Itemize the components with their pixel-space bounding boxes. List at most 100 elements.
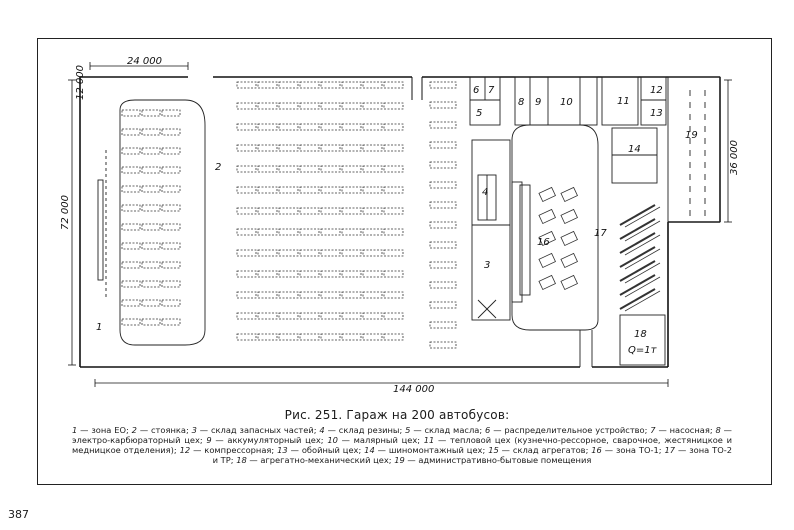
parking-stall — [429, 101, 457, 109]
parking-stall — [278, 144, 299, 152]
room-label-7: 7 — [488, 85, 495, 96]
parking-stall — [299, 102, 320, 110]
parking-stall — [236, 333, 257, 341]
parking-stall — [141, 242, 161, 250]
parking-stall — [362, 186, 383, 194]
legend-item-text: — насосная; — [655, 425, 716, 435]
legend-item: 6 — распределительное устройство; — [485, 425, 650, 435]
parking-stall — [299, 270, 320, 278]
legend-item-text: — аккумуляторный цех; — [211, 435, 328, 445]
parking-stall — [236, 207, 257, 215]
parking-stall — [429, 221, 457, 229]
room-label-16: 16 — [537, 237, 550, 248]
parking-stall — [236, 312, 257, 320]
parking-stall — [257, 291, 278, 299]
parking-stall — [341, 144, 362, 152]
legend-item-text: — склад резины; — [324, 425, 406, 435]
parking-stall — [383, 144, 404, 152]
parking-stall — [362, 312, 383, 320]
parking-stall — [320, 207, 341, 215]
parking-stall — [236, 186, 257, 194]
parking-stall — [320, 312, 341, 320]
legend-item-number: 6 — [485, 425, 491, 435]
room-label-2: 2 — [215, 162, 221, 173]
parking-stall — [278, 228, 299, 236]
parking-stall — [341, 228, 362, 236]
parking-stall — [362, 249, 383, 257]
legend-item: 15 — склад агрегатов; — [488, 445, 591, 455]
to2-post-edge — [624, 262, 661, 284]
parking-stall — [257, 249, 278, 257]
parking-stall — [383, 207, 404, 215]
parking-stall — [278, 270, 299, 278]
parking-stall — [236, 270, 257, 278]
parking-stall — [141, 109, 161, 117]
legend-item-number: 14 — [364, 445, 375, 455]
to2-post — [619, 204, 656, 226]
legend-item-text: — административно-бытовые помещения — [404, 455, 592, 465]
parking-stall — [383, 186, 404, 194]
room-label-13: 13 — [650, 108, 663, 119]
legend-item: 1 — зона ЕО; — [72, 425, 132, 435]
legend-item: 3 — склад запасных частей; — [192, 425, 320, 435]
parking-stall — [141, 261, 161, 269]
parking-stall — [429, 181, 457, 189]
legend-item: 11 — тепловой цех (кузнечно-рессорное, с… — [72, 435, 732, 455]
to2-post-edge — [624, 276, 661, 298]
parking-stall — [161, 128, 181, 136]
parking-stall — [383, 333, 404, 341]
parking-stall — [236, 144, 257, 152]
page-number: 387 — [8, 508, 29, 521]
parking-stall — [299, 123, 320, 131]
legend-item: 17 — зона ТО-2 и ТР; — [213, 445, 732, 465]
parking-stall — [429, 321, 457, 329]
legend-item: 18 — агрегатно-механический цех; — [236, 455, 394, 465]
legend-item-number: 15 — [488, 445, 499, 455]
parking-stall — [161, 204, 181, 212]
parking-stall — [383, 81, 404, 89]
legend-item: 16 — зона ТО-1; — [591, 445, 664, 455]
legend-item-number: 11 — [423, 435, 435, 445]
parking-stall — [320, 228, 341, 236]
parking-stall — [141, 185, 161, 193]
parking-stall — [320, 165, 341, 173]
to1-stall — [538, 274, 556, 291]
legend-item-number: 17 — [664, 445, 676, 455]
parking-stall — [320, 123, 341, 131]
dimension-bottom-label: 144 000 — [393, 384, 434, 395]
room-label-4: 4 — [482, 187, 488, 198]
parking-stall — [141, 128, 161, 136]
parking-stall — [362, 81, 383, 89]
parking-stall — [121, 223, 141, 231]
parking-stall — [236, 102, 257, 110]
to1-stall — [560, 230, 578, 247]
legend-item-number: 13 — [277, 445, 288, 455]
legend-item-text: — компрессорная; — [190, 445, 278, 455]
parking-stall — [429, 121, 457, 129]
to1-stall — [538, 230, 556, 247]
vehicle-track-to — [511, 124, 599, 331]
room-3-4 — [471, 139, 511, 321]
legend-item-number: 18 — [236, 455, 247, 465]
figure-caption-title: Рис. 251. Гараж на 200 автобусов: — [284, 408, 510, 422]
parking-stall — [121, 147, 141, 155]
parking-stall — [141, 318, 161, 326]
parking-stall — [383, 165, 404, 173]
parking-stall — [236, 123, 257, 131]
parking-stall — [121, 261, 141, 269]
parking-stall — [161, 147, 181, 155]
parking-stall — [362, 207, 383, 215]
legend-item-text: — малярный цех; — [337, 435, 424, 445]
parking-stall — [320, 249, 341, 257]
room-label-1: 1 — [96, 322, 102, 333]
legend-item-text: — стоянка; — [136, 425, 192, 435]
parking-stall — [383, 228, 404, 236]
parking-stall — [257, 81, 278, 89]
room-label-8: 8 — [518, 97, 524, 108]
legend-item-number: 9 — [206, 435, 212, 445]
room-label-19: 19 — [685, 130, 698, 141]
parking-stall — [299, 144, 320, 152]
parking-stall — [299, 165, 320, 173]
